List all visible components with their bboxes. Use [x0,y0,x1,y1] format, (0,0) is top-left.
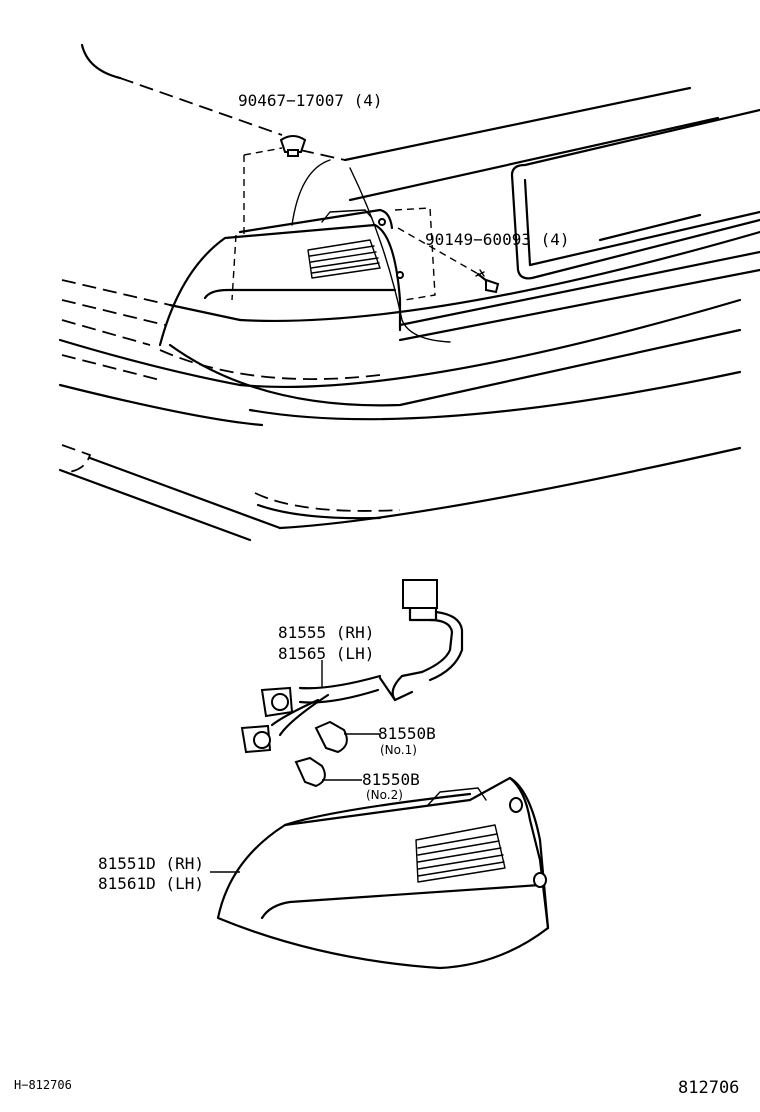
wire-harness-icon [240,579,464,754]
leader-lines [210,660,380,873]
bulb-no1-icon [314,720,348,754]
footer-right-code: 812706 [678,1078,740,1098]
installed-lamp-outline [158,147,481,347]
label-bulb-no2: 81550B [362,770,420,789]
label-screw: 90149−60093 (4) [425,230,570,249]
label-harness-lh: 81565 (LH) [278,644,375,663]
clip-part-icon [279,135,307,157]
screw-part-icon [475,269,500,294]
bulb-no2-icon [294,756,326,788]
footer-left-code: H−812706 [14,1078,72,1092]
label-clip: 90467−17007 (4) [238,91,383,110]
label-harness-rh: 81555 (RH) [278,623,375,642]
label-bulb-no1: 81550B [378,724,436,743]
note-bulb-no2: (No.2) [366,788,403,802]
rear-lamp-assembly-icon [216,776,550,970]
label-lamp-lh: 81561D (LH) [98,874,204,893]
label-lamp-rh: 81551D (RH) [98,854,204,873]
vehicle-rear-body [58,43,760,542]
note-bulb-no1: (No.1) [380,743,417,757]
